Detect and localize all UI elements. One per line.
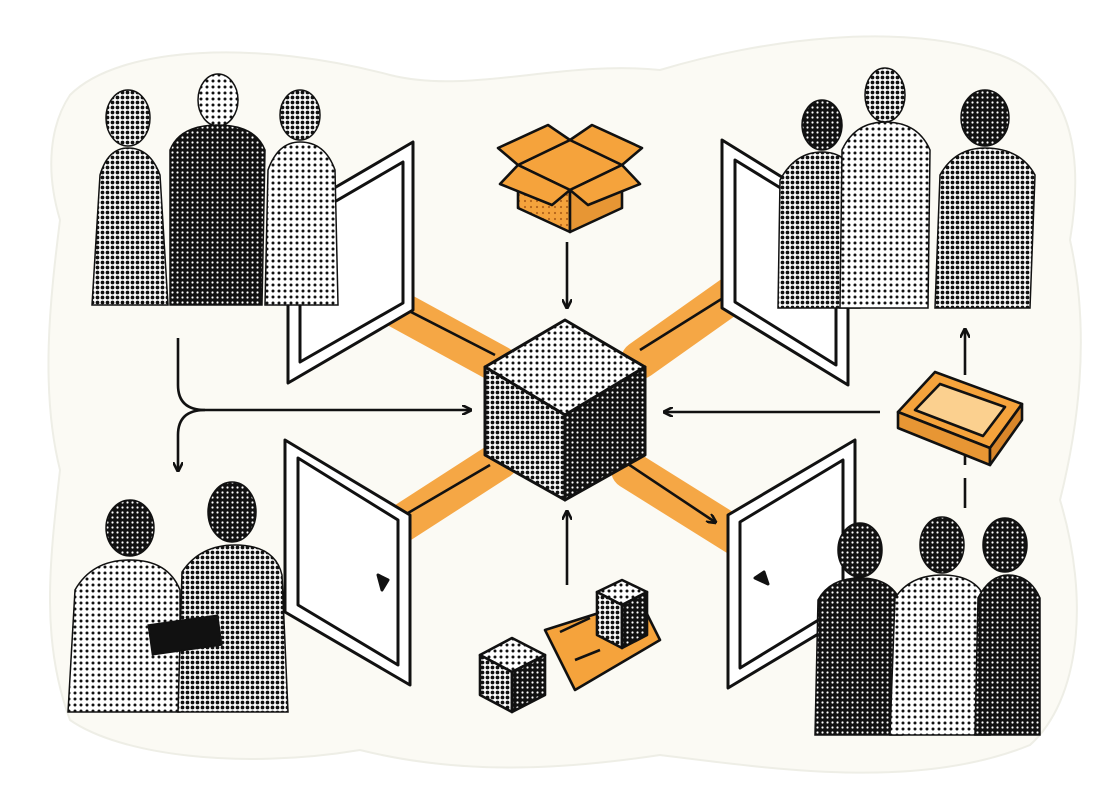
open-box-icon	[496, 123, 644, 234]
people-group-icon	[67, 481, 289, 713]
open-tray-icon	[896, 370, 1024, 467]
people-group-icon	[814, 516, 1041, 736]
arrow-split-to-bottom-left	[178, 408, 206, 470]
people-group-icon	[91, 73, 339, 306]
door-icon	[283, 438, 412, 687]
arrow-to-bottom-right-door	[624, 460, 715, 522]
arrow-to-bottom-left-door	[407, 463, 491, 515]
people-group-icon	[777, 67, 1036, 309]
central-cube-icon	[483, 318, 647, 502]
connected-cubes-icon	[478, 578, 662, 714]
